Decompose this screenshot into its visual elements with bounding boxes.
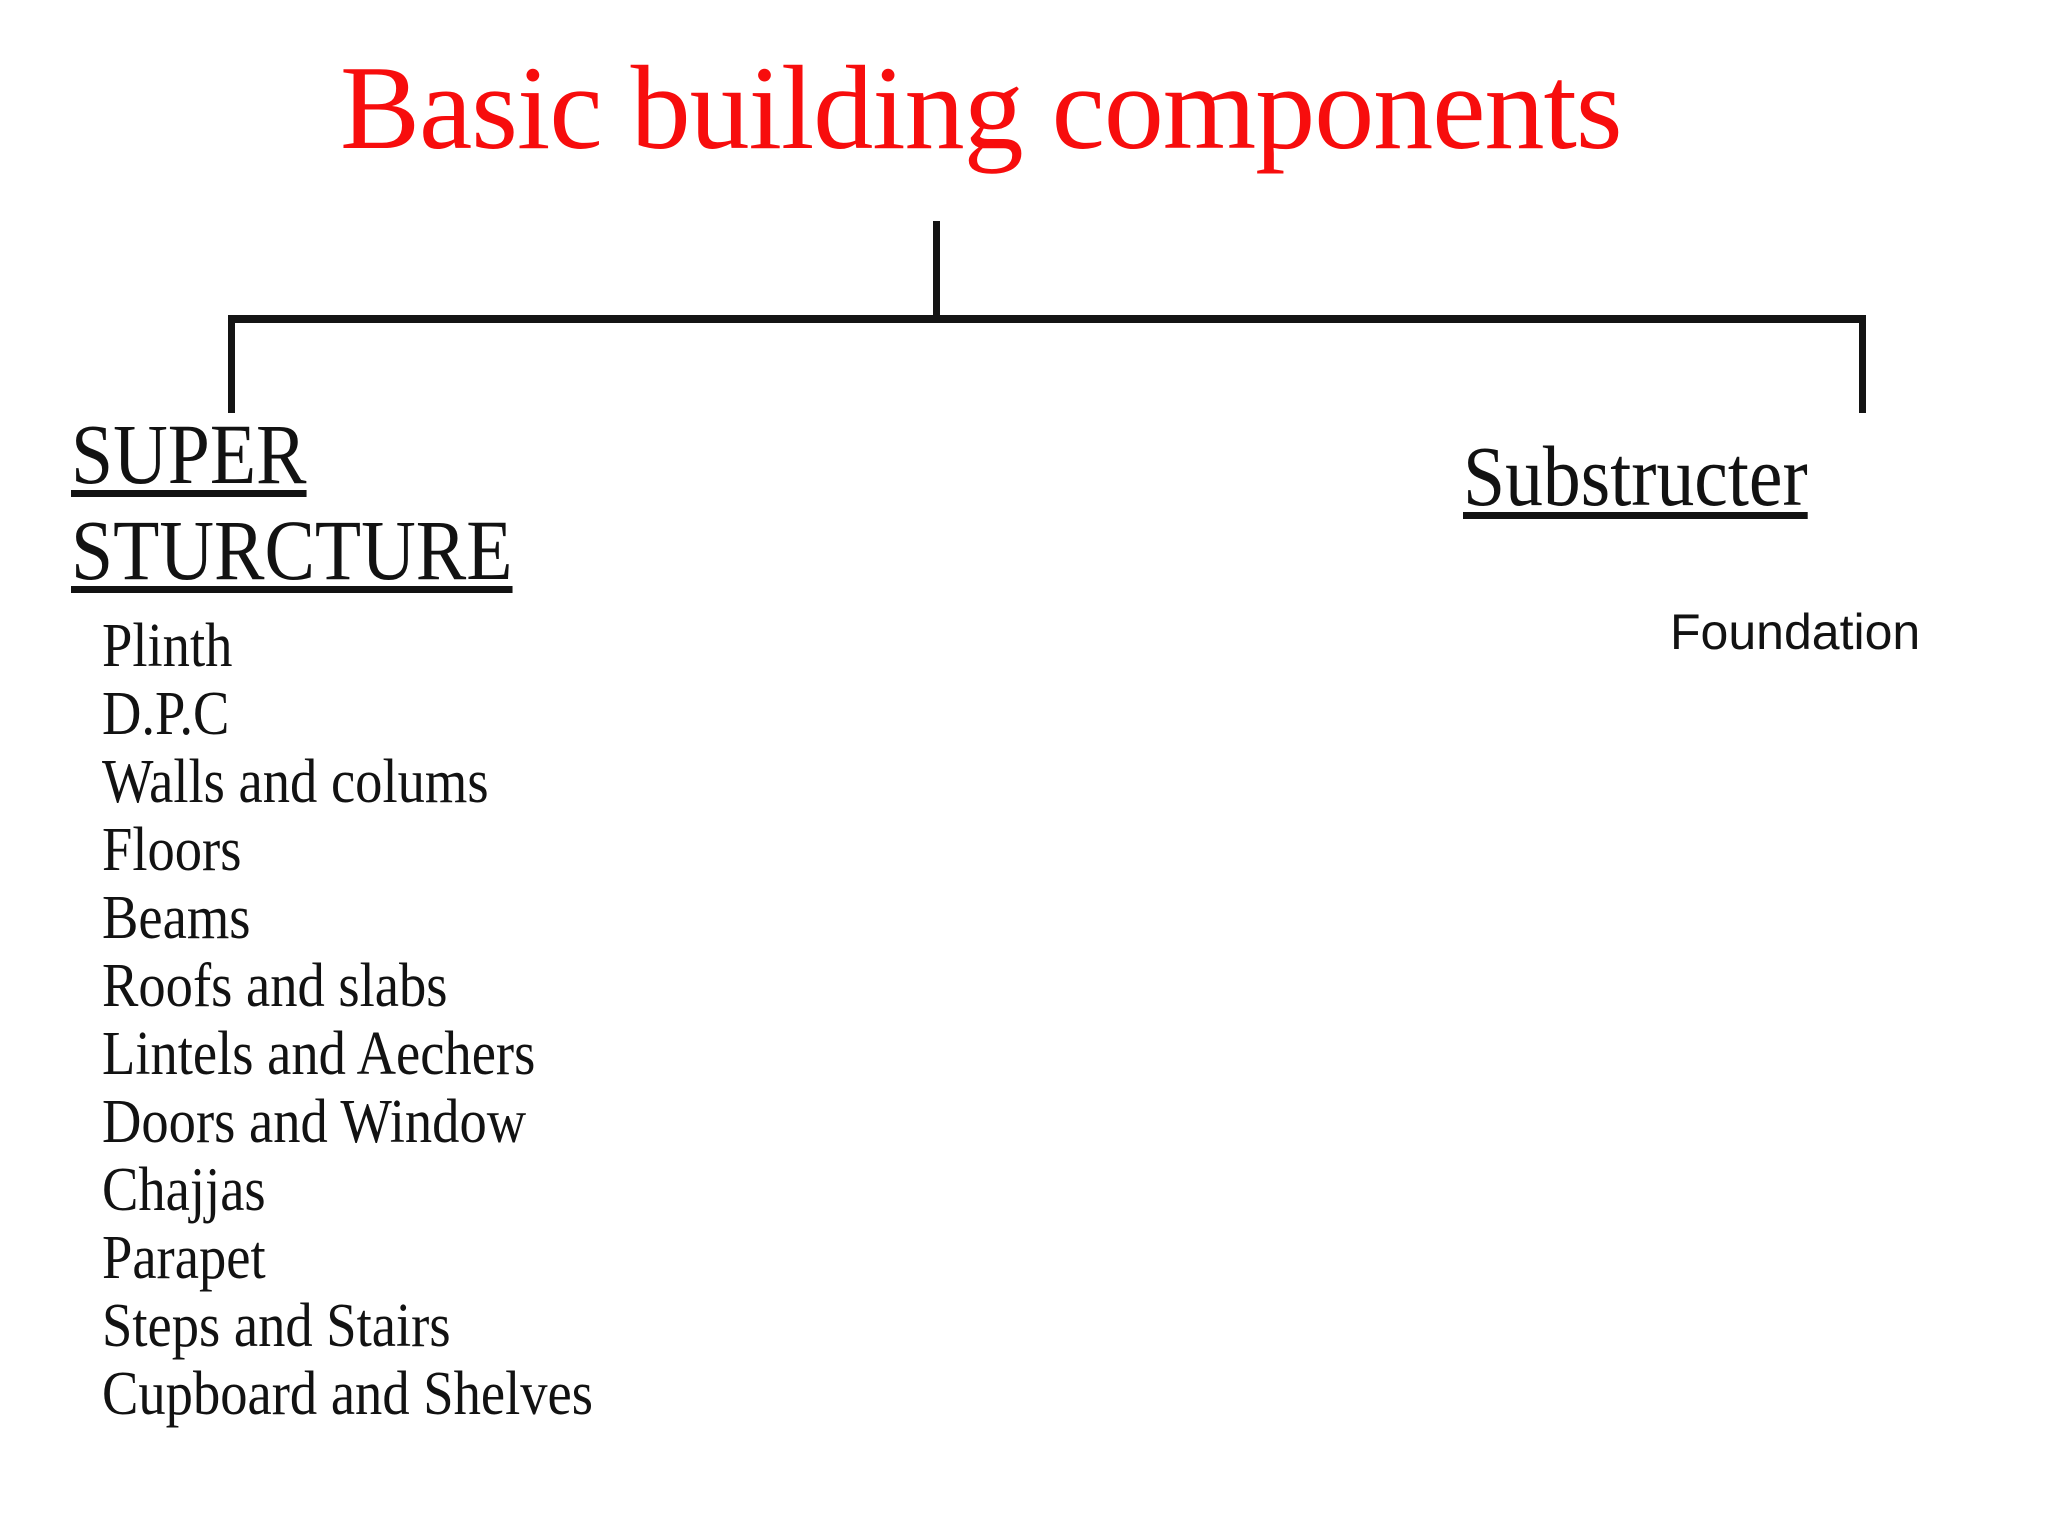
list-item: Doors and Window [102, 1088, 527, 1156]
list-item: Walls and colums [102, 748, 489, 816]
list-item: Floors [102, 816, 242, 884]
superstructure-items: Plinth D.P.C Walls and colums Floors Bea… [102, 612, 593, 1428]
list-item: D.P.C [102, 680, 230, 748]
list-item: Steps and Stairs [102, 1292, 451, 1360]
list-item: Beams [102, 884, 251, 952]
slide-title: Basic building components [340, 41, 1623, 174]
list-item: Chajjas [102, 1156, 266, 1224]
connector-left-drop [228, 315, 235, 413]
list-item: Roofs and slabs [102, 952, 448, 1020]
list-item: Lintels and Aechers [102, 1020, 536, 1088]
connector-right-drop [1859, 315, 1866, 413]
list-item: Cupboard and Shelves [102, 1360, 593, 1428]
list-item: Parapet [102, 1224, 266, 1292]
substructure-item-foundation: Foundation [1670, 604, 1921, 660]
connector-horizontal [228, 315, 1866, 323]
connector-stem [933, 221, 940, 318]
list-item: Plinth [102, 612, 233, 680]
superstructure-heading: SUPER STURCTURE [71, 406, 513, 598]
substructure-heading: Substructer [1463, 428, 1808, 524]
